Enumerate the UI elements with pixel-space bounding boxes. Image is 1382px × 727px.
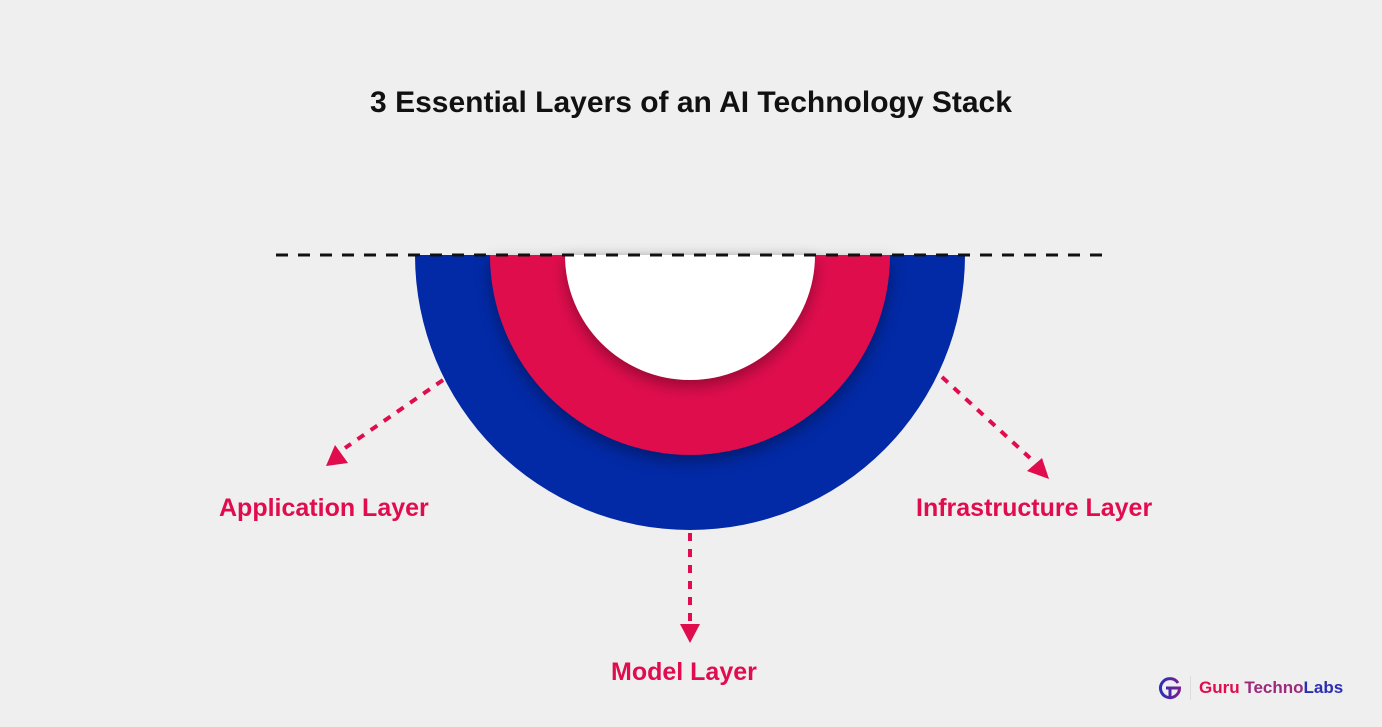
brand-text-guru: Guru [1199, 678, 1245, 697]
inner-arc-application [565, 255, 815, 380]
arrow-application-line [343, 378, 445, 450]
model-layer-label: Model Layer [611, 658, 757, 686]
diagram-title: 3 Essential Layers of an AI Technology S… [370, 86, 1012, 119]
arrow-application-head [326, 445, 348, 466]
brand-logo: Guru TechnoLabs [1158, 676, 1343, 700]
brand-divider [1190, 676, 1191, 700]
application-layer-label: Application Layer [219, 494, 429, 522]
brand-g-icon [1159, 677, 1182, 700]
arrow-infrastructure-line [940, 375, 1032, 460]
infrastructure-layer-label: Infrastructure Layer [916, 494, 1153, 522]
brand-text-techno: Techno [1244, 678, 1304, 697]
brand-text-labs: Labs [1303, 678, 1344, 697]
arrow-infrastructure-head [1027, 458, 1049, 479]
arrow-model-head [680, 624, 700, 643]
